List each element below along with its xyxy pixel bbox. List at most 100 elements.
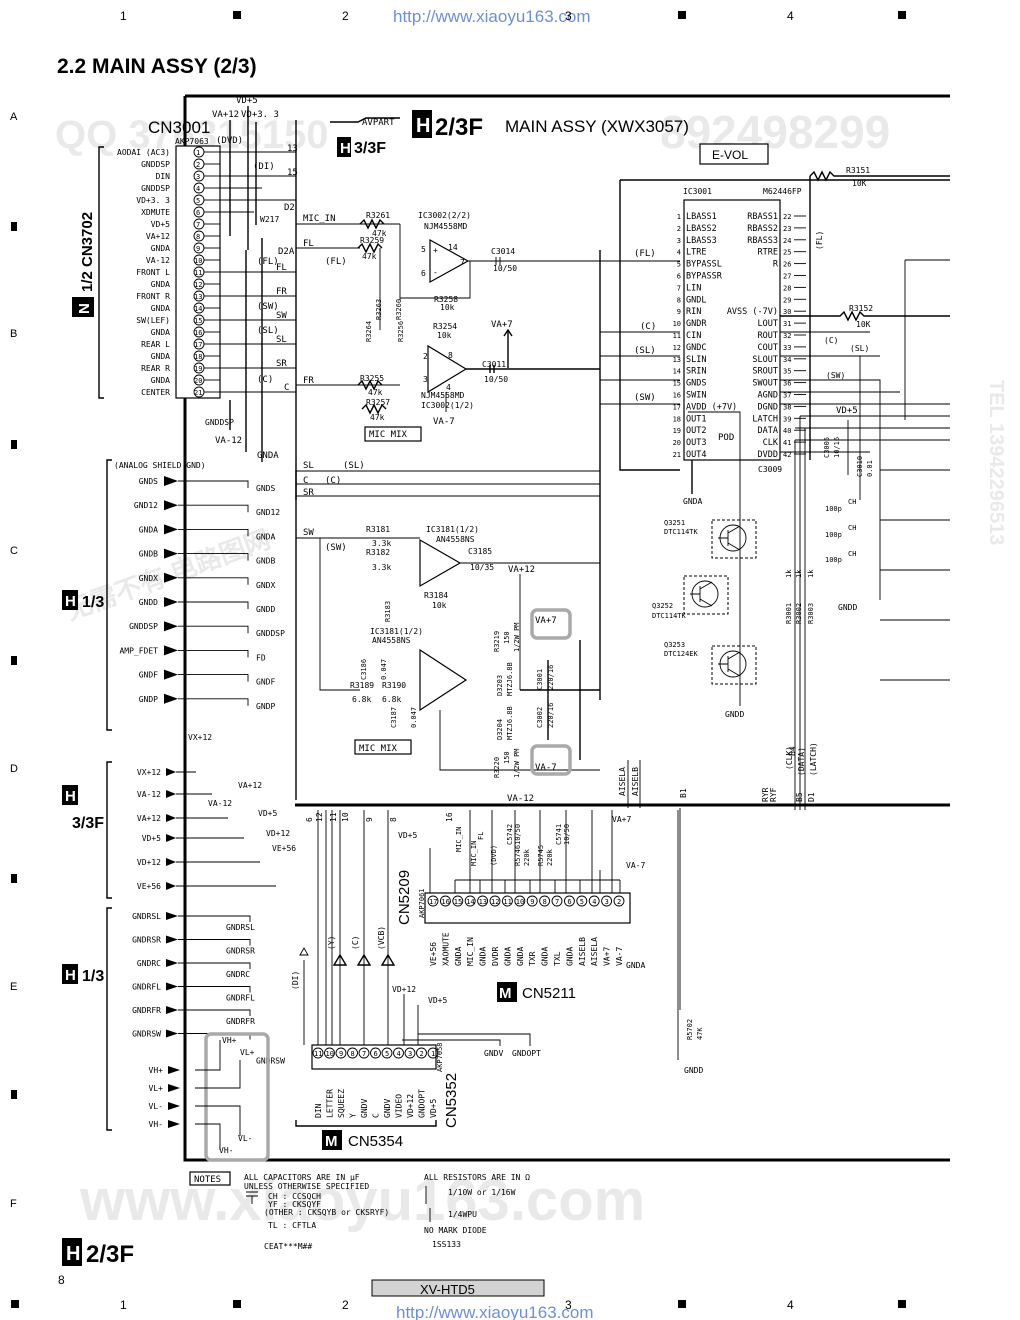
svg-text:(VCB): (VCB): [377, 926, 386, 950]
svg-text:R3255: R3255: [360, 374, 384, 383]
cn5352-pin: [416, 1047, 427, 1059]
cn3001-pin-label: GNDA: [151, 304, 170, 313]
svg-text:FL: FL: [303, 239, 314, 249]
svg-text:W217: W217: [260, 215, 279, 224]
cn3001-pin-number: 10: [194, 257, 202, 265]
power-rail-label: VD+5: [142, 834, 161, 843]
svg-text:100p: 100p: [825, 505, 842, 513]
cn5209-pin-number: 6: [567, 898, 571, 906]
svg-text:C: C: [10, 545, 18, 557]
svg-text:GNDV: GNDV: [484, 1049, 503, 1058]
svg-text:(FL): (FL): [325, 257, 347, 267]
svg-text:R3258: R3258: [434, 295, 458, 304]
vh-rail-label: VH-: [149, 1120, 163, 1129]
svg-text:C3009: C3009: [758, 465, 782, 474]
svg-text:GNDDSP: GNDDSP: [205, 418, 234, 427]
svg-text:CN5209: CN5209: [396, 870, 413, 925]
svg-text:Q3251: Q3251: [664, 519, 685, 527]
cn5209-pin: [452, 895, 464, 907]
svg-text:C3187: C3187: [390, 707, 398, 728]
svg-text:C: C: [303, 476, 308, 486]
cn5209-pin: [464, 895, 476, 907]
bus-signal-label: B4: [788, 746, 797, 756]
svg-text:(DI): (DI): [291, 971, 300, 990]
svg-text:150: 150: [503, 631, 511, 644]
svg-text:C3185: C3185: [468, 547, 492, 556]
svg-text:1/2W PM: 1/2W PM: [513, 622, 521, 652]
svg-text:(SW): (SW): [257, 302, 279, 312]
ic3001-right-pin-label: SROUT: [752, 367, 778, 377]
shield-arrow: [164, 548, 178, 559]
cn5209-pin-number: 11: [503, 898, 511, 906]
shield-gnd-left-label: GNDX: [139, 574, 158, 583]
cn3001-pin-number: 1: [196, 149, 200, 157]
svg-text:NO MARK DIODE: NO MARK DIODE: [424, 1226, 487, 1235]
svg-text:R3183: R3183: [384, 601, 392, 622]
svg-text:0.01: 0.01: [866, 460, 874, 477]
svg-text:7: 7: [460, 258, 465, 267]
mic-mix-lower-label: MIC MIX: [359, 744, 398, 754]
cn5209-pin-label: VA-7: [615, 947, 624, 966]
svg-text:D: D: [10, 763, 18, 775]
svg-text:GNDOPT: GNDOPT: [512, 1049, 541, 1058]
gnd-e-right-label: GNDRSL: [226, 923, 255, 932]
cn5209-pin-label: VE+56: [429, 942, 438, 966]
cn3001-pin-number: 9: [196, 245, 200, 253]
svg-text:R3261: R3261: [366, 211, 390, 220]
analog-shield-gnd: (ANALOG SHIELD GND) GNDSGNDSGND12GND12GN…: [106, 459, 600, 731]
cn3001-pin-label: VA-12: [146, 256, 170, 265]
svg-text:(DVD): (DVD): [490, 845, 498, 866]
cn5352-pin-label: DIN: [314, 1103, 323, 1118]
svg-text:VD+5: VD+5: [836, 406, 858, 416]
ic3001-left-pin-number: 4: [677, 249, 681, 257]
svg-text:H: H: [66, 1243, 80, 1265]
svg-text:SW: SW: [303, 528, 314, 538]
cn5209-pin: [514, 895, 526, 907]
cn3001-pin-number: 15: [194, 317, 202, 325]
shield-arrow: [164, 524, 178, 535]
ic3001-left-pin-number: 9: [677, 308, 681, 316]
cn5352-pin: [358, 1047, 370, 1059]
cn5209-pin-label: MIC_IN: [466, 937, 475, 966]
svg-text:VD+5: VD+5: [236, 96, 258, 106]
svg-text:(C): (C): [257, 375, 273, 385]
cn5209-pin: [477, 895, 489, 907]
vh-list: VH+VL+VL-VH-: [149, 1066, 180, 1129]
svg-text:VD+5: VD+5: [398, 831, 417, 840]
svg-text:(C): (C): [640, 322, 656, 332]
svg-text:FR: FR: [303, 376, 314, 386]
svg-text:CH: CH: [848, 524, 856, 532]
bus-signal-label: AISELB: [631, 767, 640, 796]
cn3001-pin-number: 3: [196, 173, 200, 181]
svg-text:FR: FR: [276, 287, 287, 297]
cn5209-pin-label: AISELA: [590, 937, 599, 966]
svg-text:VA-12: VA-12: [215, 436, 242, 446]
svg-text:3.3k: 3.3k: [372, 539, 391, 548]
cn5209-pin-number: 12: [491, 898, 499, 906]
cn3001-pin-label: GNDDSP: [141, 160, 170, 169]
ic3001-left-pin-label: SRIN: [686, 367, 706, 377]
ic3001-right-pin-label: LOUT: [758, 319, 778, 329]
svg-text:VL-: VL-: [238, 1134, 252, 1143]
h33f-top-label: H 3/3F AVPART: [295, 117, 400, 800]
vh-highlight-box: VH+ VL+ VL- VH-: [195, 1032, 270, 1162]
ic3001-left-pin-label: LBASS3: [686, 236, 717, 246]
ic3001-right-pin-number: 33: [783, 344, 791, 352]
audio-signal-labels: (FL) FL FR (SW) SW (SL) SL SR (C) C W217…: [220, 203, 296, 393]
svg-text:C5742: C5742: [506, 824, 514, 845]
ic3001-left-pin-label: GNDL: [686, 295, 706, 305]
svg-text:CN5354: CN5354: [348, 1133, 403, 1150]
shield-gnd-left-label: GNDA: [139, 525, 158, 534]
svg-text:2/3F: 2/3F: [86, 1241, 134, 1268]
ic3001-right-pin-number: 26: [783, 261, 791, 269]
gnd-e-right-label: GNDRC: [226, 970, 250, 979]
svg-text:CH: CH: [848, 498, 856, 506]
cn3001-pin-number: 2: [196, 161, 200, 169]
cn5209-pin-number: 5: [580, 898, 584, 906]
svg-text:H: H: [65, 967, 76, 984]
shield-gnd-left-label: GNDDSP: [129, 622, 158, 631]
svg-text:5: 5: [421, 245, 426, 254]
ic3001-right-pin-number: 39: [783, 415, 791, 423]
cn5209-pin-label: GNDA: [516, 947, 525, 966]
